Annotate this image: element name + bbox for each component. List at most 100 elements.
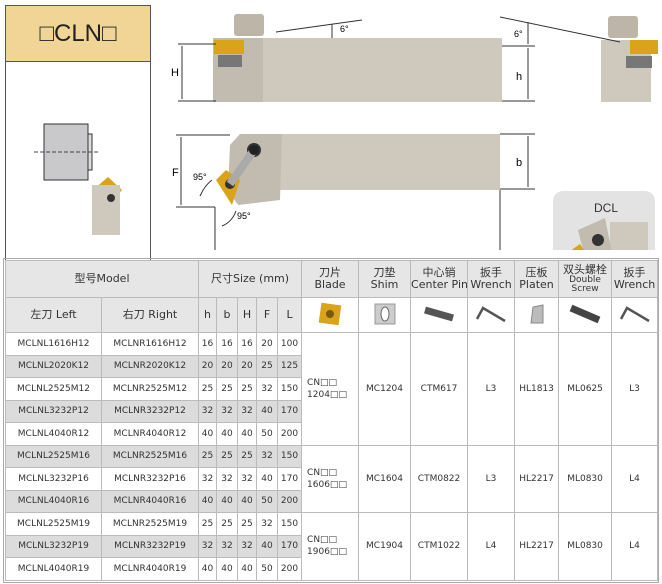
size-h: 20 <box>198 354 217 378</box>
size-H: 25 <box>237 444 257 468</box>
header-b: b <box>216 297 238 333</box>
blade-value: CN□□1606□□ <box>301 444 360 513</box>
svg-text:95°: 95° <box>193 172 207 182</box>
top-view: F 95° 95° b L <box>172 133 535 250</box>
platen-value: HL2217 <box>514 512 560 581</box>
size-b: 25 <box>216 444 238 468</box>
left-model: MCLNL4040R19 <box>5 557 102 581</box>
shim-icon <box>358 297 412 333</box>
size-b: 20 <box>216 354 238 378</box>
svg-text:H: H <box>171 67 179 79</box>
left-model: MCLNL4040R16 <box>5 489 102 513</box>
size-h: 32 <box>198 399 217 423</box>
size-F: 32 <box>256 512 278 536</box>
size-L: 150 <box>276 512 303 536</box>
size-b: 40 <box>216 422 238 446</box>
wrench-icon <box>467 297 516 333</box>
size-F: 25 <box>256 354 278 378</box>
svg-text:h: h <box>516 71 522 83</box>
shim-value: MC1904 <box>358 512 412 581</box>
right-model: MCLNR2020K12 <box>101 354 199 378</box>
svg-text:DCL: DCL <box>594 201 618 215</box>
header-L: L <box>276 297 303 333</box>
left-model: MCLNL2525M12 <box>5 377 102 401</box>
shim-value: MC1204 <box>358 332 412 446</box>
left-model: MCLNL1616H12 <box>5 332 102 356</box>
size-F: 32 <box>256 444 278 468</box>
size-h: 40 <box>198 489 217 513</box>
blade-value: CN□□1204□□ <box>301 332 360 446</box>
size-h: 32 <box>198 467 217 491</box>
size-H: 40 <box>237 422 257 446</box>
size-L: 200 <box>276 422 303 446</box>
svg-text:F: F <box>172 167 179 179</box>
center-pin-value: CTM0822 <box>410 444 469 513</box>
size-H: 40 <box>237 557 257 581</box>
right-model: MCLNR3232P19 <box>101 534 199 558</box>
platen-value: HL1813 <box>514 332 560 446</box>
size-L: 170 <box>276 467 303 491</box>
size-h: 25 <box>198 377 217 401</box>
double-screw-value: ML0625 <box>558 332 613 446</box>
header-model: 型号Model <box>5 260 199 298</box>
left-model: MCLNL3232P12 <box>5 399 102 423</box>
size-b: 25 <box>216 377 238 401</box>
header-size: 尺寸Size (mm) <box>197 260 303 298</box>
size-h: 16 <box>198 332 217 356</box>
blade-value: CN□□1906□□ <box>301 512 360 581</box>
size-b: 16 <box>216 332 238 356</box>
double-screw-icon <box>558 297 613 333</box>
size-H: 25 <box>237 377 257 401</box>
size-F: 40 <box>256 399 278 423</box>
header-F: F <box>256 297 278 333</box>
svg-text:b: b <box>516 157 522 169</box>
size-H: 40 <box>237 489 257 513</box>
tool-type-title: □CLN□ <box>6 6 150 62</box>
size-L: 150 <box>276 377 303 401</box>
size-F: 32 <box>256 377 278 401</box>
size-b: 40 <box>216 489 238 513</box>
center-pin-value: CTM1022 <box>410 512 469 581</box>
header-left: 左刀 Left <box>5 297 102 333</box>
size-F: 50 <box>256 557 278 581</box>
size-b: 32 <box>216 467 238 491</box>
size-b: 32 <box>216 534 238 558</box>
size-L: 150 <box>276 444 303 468</box>
wrench2-value: L4 <box>611 444 659 513</box>
right-model: MCLNR4040R12 <box>101 422 199 446</box>
left-model: MCLNL3232P19 <box>5 534 102 558</box>
wrench-icon <box>611 297 659 333</box>
size-b: 25 <box>216 512 238 536</box>
size-h: 25 <box>198 512 217 536</box>
size-H: 32 <box>237 399 257 423</box>
right-model: MCLNR3232P12 <box>101 399 199 423</box>
right-model: MCLNR2525M19 <box>101 512 199 536</box>
center-pin-icon <box>410 297 469 333</box>
double-screw-value: ML0830 <box>558 512 613 581</box>
header-right: 右刀 Right <box>101 297 199 333</box>
size-h: 25 <box>198 444 217 468</box>
wrench-value: L3 <box>467 332 516 446</box>
wrench-value: L3 <box>467 444 516 513</box>
size-L: 200 <box>276 489 303 513</box>
size-F: 40 <box>256 467 278 491</box>
workpiece-view <box>34 123 122 235</box>
right-model: MCLNR2525M12 <box>101 377 199 401</box>
size-h: 32 <box>198 534 217 558</box>
left-model: MCLNL2020K12 <box>5 354 102 378</box>
size-h: 40 <box>198 557 217 581</box>
size-F: 50 <box>256 489 278 513</box>
right-model: MCLNR3232P16 <box>101 467 199 491</box>
